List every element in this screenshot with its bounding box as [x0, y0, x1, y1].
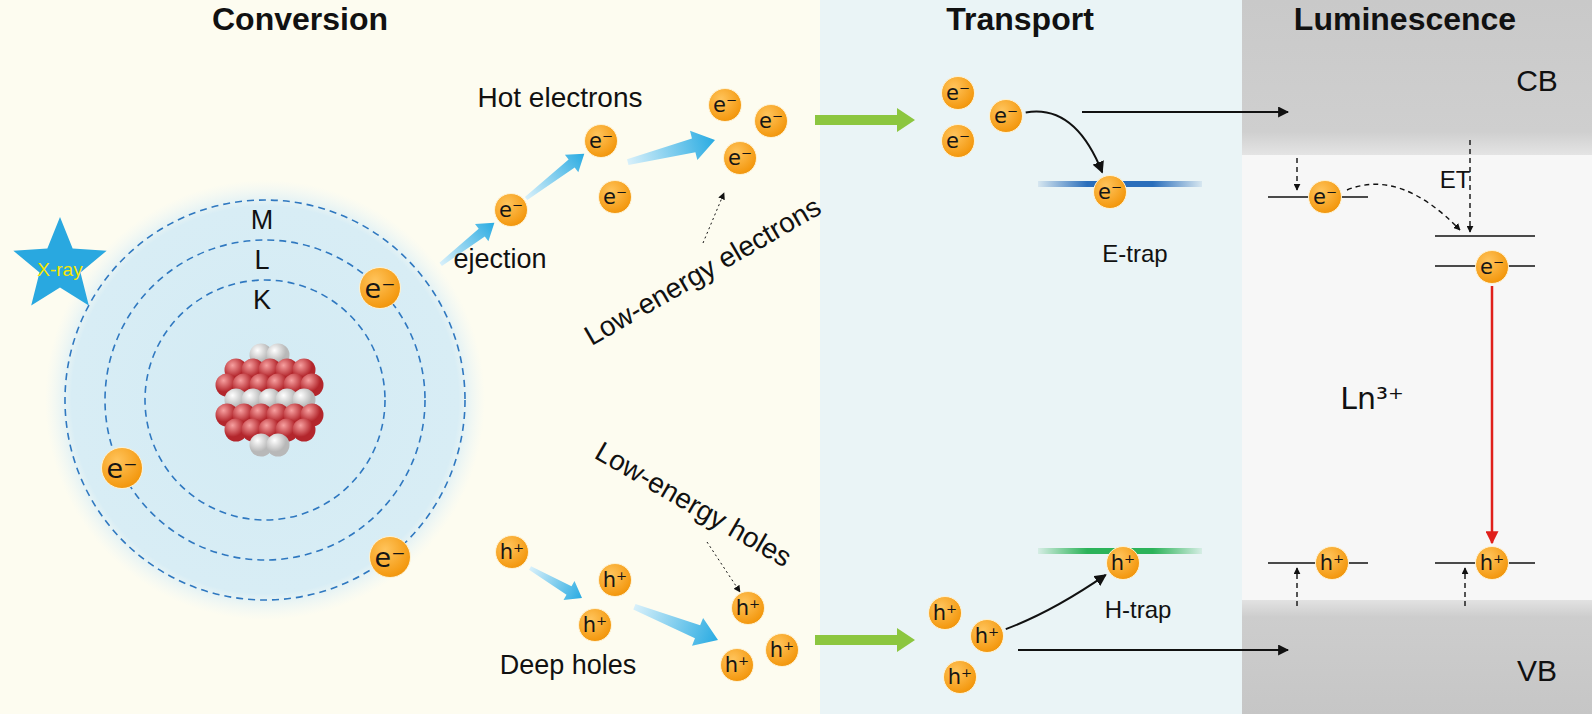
particle-symbol: e⁻: [759, 111, 783, 132]
hole-circle: h⁺: [928, 596, 962, 630]
hole-circle: h⁺: [943, 660, 977, 694]
hole-circle: h⁺: [731, 591, 765, 625]
electron-circle: e⁻: [941, 124, 975, 158]
hole-circle: h⁺: [720, 648, 754, 682]
trap-capture-arrow: [1026, 112, 1103, 173]
band-label: VB: [1517, 654, 1557, 687]
transport-arrow: [1018, 649, 1288, 651]
trap-label: H-trap: [1105, 597, 1172, 623]
shell-letter: L: [254, 247, 269, 274]
green-arrow: [815, 628, 915, 652]
conduction-band: [1242, 0, 1592, 155]
shell-letter: K: [253, 287, 271, 314]
ejection-arrow: [525, 154, 584, 200]
particle-symbol: h⁺: [1320, 553, 1344, 574]
electron-circle: e⁻: [723, 141, 757, 175]
dashed-arrows: [1297, 140, 1470, 606]
particle-symbol: e⁻: [1480, 257, 1504, 278]
particle-symbol: e⁻: [603, 187, 627, 208]
electron-circle: e⁻: [598, 180, 632, 214]
transport-arrow: [1082, 111, 1288, 113]
particle-symbol: e⁻: [994, 106, 1018, 127]
hole-circle: h⁺: [765, 633, 799, 667]
electron-circle: e⁻: [989, 99, 1023, 133]
section-heading: Conversion: [212, 2, 388, 37]
hole-circle: h⁺: [970, 619, 1004, 653]
particle-symbol: e⁻: [365, 275, 396, 302]
particle-symbol: e⁻: [728, 148, 752, 169]
particle-symbol: h⁺: [725, 655, 749, 676]
emission-arrow: [1491, 286, 1494, 543]
electron-circle: e⁻: [584, 124, 618, 158]
transfer-label: ET: [1440, 167, 1471, 193]
xray-star: X-ray: [11, 213, 109, 311]
deep-hole-arrow: [525, 558, 588, 607]
particle-symbol: h⁺: [1111, 553, 1135, 574]
nucleus: [216, 344, 324, 457]
electron-shell: [105, 240, 425, 560]
hot-electron-arrow: [624, 125, 719, 176]
particle-symbol: h⁺: [770, 640, 794, 661]
energy-levels: [1268, 197, 1535, 563]
particle-symbol: h⁺: [736, 598, 760, 619]
annotation: Deep holes: [500, 651, 637, 681]
star-text: X-ray: [37, 259, 82, 278]
annotation: Hot electrons: [478, 83, 643, 114]
green-arrow: [815, 108, 915, 132]
electron-circle: e⁻: [101, 447, 143, 489]
section-heading: Transport: [946, 2, 1094, 37]
particle-symbol: e⁻: [1313, 187, 1337, 208]
particle-symbol: e⁻: [107, 455, 138, 482]
electron-shell: [145, 280, 385, 520]
particle-symbol: e⁻: [946, 83, 970, 104]
hole-circle: h⁺: [598, 563, 632, 597]
leader-line: [707, 542, 740, 592]
ion-label: Ln³⁺: [1340, 382, 1404, 415]
hole-arrow: [629, 593, 724, 654]
particle-symbol: e⁻: [713, 95, 737, 116]
particle-symbol: e⁻: [499, 200, 523, 221]
electron-circle: e⁻: [359, 267, 401, 309]
transport-panel: [820, 0, 1242, 714]
electron-circle: e⁻: [1475, 250, 1509, 284]
atom-shells: MLKe⁻ e⁻ e⁻: [45, 180, 485, 620]
shell-letter: M: [251, 207, 274, 234]
trap-label: E-trap: [1102, 241, 1167, 267]
particle-symbol: h⁺: [933, 603, 957, 624]
particle-symbol: e⁻: [375, 544, 406, 571]
particle-symbol: h⁺: [603, 570, 627, 591]
atom-glow: [45, 180, 485, 620]
electron-circle: e⁻: [708, 88, 742, 122]
particle-symbol: h⁺: [1480, 553, 1504, 574]
electron-circle: e⁻: [1308, 180, 1342, 214]
hole-circle: h⁺: [1315, 546, 1349, 580]
hole-circle: h⁺: [578, 608, 612, 642]
electron-circle: e⁻: [369, 536, 411, 578]
section-heading: Luminescence: [1294, 2, 1516, 37]
trap-capture-arrow: [1006, 575, 1106, 629]
electron-circle: e⁻: [754, 104, 788, 138]
band-label: CB: [1516, 64, 1558, 97]
leader-line: [703, 193, 724, 243]
electron-circle: e⁻: [941, 76, 975, 110]
hole-circle: h⁺: [1106, 546, 1140, 580]
particle-symbol: e⁻: [946, 131, 970, 152]
particle-symbol: h⁺: [583, 615, 607, 636]
electron-shell: [65, 200, 465, 600]
hole-circle: h⁺: [495, 535, 529, 569]
hole-circle: h⁺: [1475, 546, 1509, 580]
particle-symbol: h⁺: [500, 542, 524, 563]
electron-circle: e⁻: [1093, 175, 1127, 209]
particle-symbol: e⁻: [1098, 182, 1122, 203]
annotation: ejection: [453, 245, 546, 275]
particle-symbol: h⁺: [975, 626, 999, 647]
electron-circle: e⁻: [494, 193, 528, 227]
particle-symbol: e⁻: [589, 131, 613, 152]
valence-band: [1242, 600, 1592, 714]
particle-symbol: h⁺: [948, 667, 972, 688]
